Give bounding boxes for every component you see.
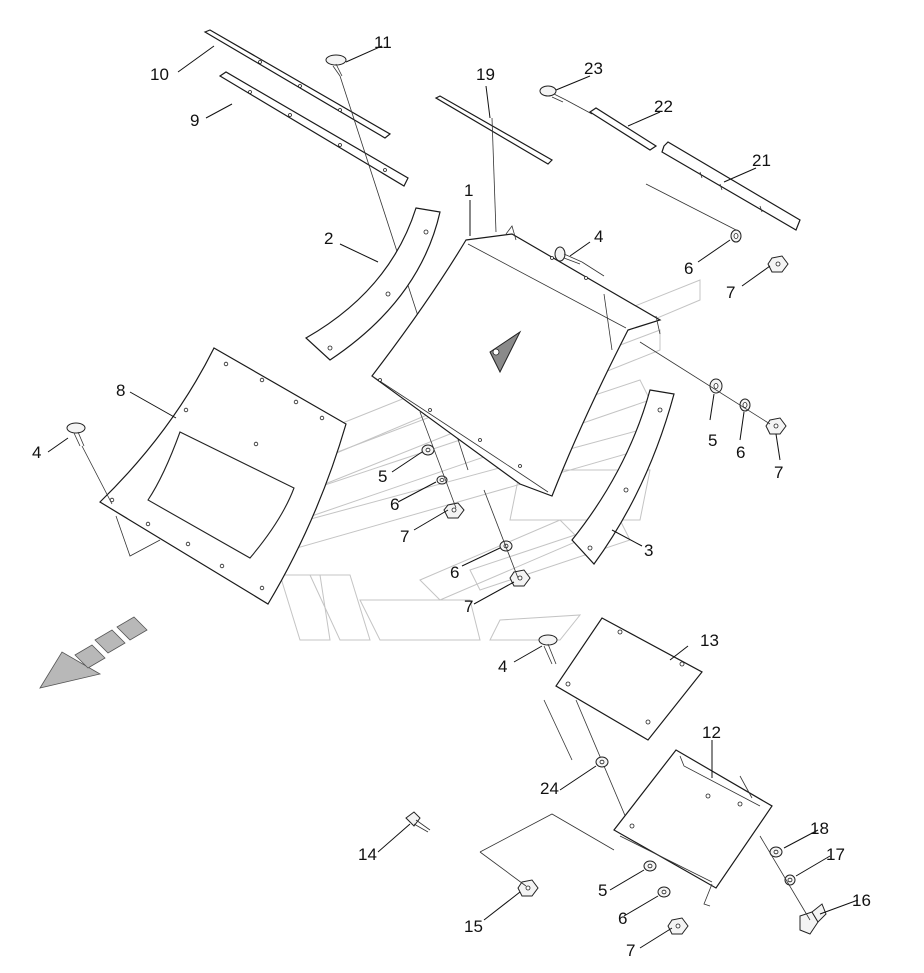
callout-4-upper: 4 (594, 227, 603, 246)
carriage-bolt-4-lower (538, 634, 558, 665)
panel-3 (571, 389, 675, 565)
washer-18 (769, 846, 783, 858)
callout-18: 18 (810, 819, 829, 838)
panel-2 (304, 207, 441, 361)
callout-17: 17 (826, 845, 845, 864)
washer-5-right (709, 378, 723, 394)
callout-16: 16 (852, 891, 871, 910)
callout-labels: 1 2 3 4 4 4 5 5 5 6 6 6 6 6 7 7 7 7 7 8 … (32, 33, 871, 960)
bracket-12 (613, 749, 773, 907)
callout-10: 10 (150, 65, 169, 84)
callout-6-right: 6 (736, 443, 745, 462)
strip-9 (218, 71, 409, 187)
callout-7-top: 7 (726, 283, 735, 302)
strip-19 (434, 95, 553, 233)
callout-6-center: 6 (390, 495, 399, 514)
callout-6-bottom: 6 (618, 909, 627, 928)
bolt-23 (539, 85, 593, 115)
bracket-21 (645, 141, 801, 233)
callout-24: 24 (540, 779, 559, 798)
washer-5-center (421, 444, 435, 456)
callout-8: 8 (116, 381, 125, 400)
hood-1 (371, 225, 662, 497)
callout-7-center: 7 (400, 527, 409, 546)
panel-8 (99, 347, 347, 605)
callout-23: 23 (584, 59, 603, 78)
direction-arrow-icon (39, 616, 148, 689)
callout-6-lower: 6 (450, 563, 459, 582)
nut-7-bottom (667, 917, 689, 935)
strip-10 (203, 29, 392, 139)
callout-12: 12 (702, 723, 721, 742)
callout-9: 9 (190, 111, 199, 130)
callout-13: 13 (700, 631, 719, 650)
callout-3: 3 (644, 541, 653, 560)
callout-11: 11 (374, 33, 392, 52)
callout-4-lower: 4 (498, 657, 507, 676)
washer-6-top (730, 229, 742, 243)
nut-7-lower (509, 569, 531, 587)
callout-7-bottom: 7 (626, 941, 635, 960)
washer-6-right (739, 398, 751, 412)
callout-7-lower: 7 (464, 597, 473, 616)
callout-21: 21 (752, 151, 771, 170)
washer-24 (595, 756, 609, 768)
leader-lines (47, 45, 859, 949)
callout-4-left: 4 (32, 443, 41, 462)
callout-5-lower: 5 (598, 881, 607, 900)
plate-13 (555, 617, 703, 741)
callout-7-right: 7 (774, 463, 783, 482)
bolt-4-upper (554, 246, 605, 277)
callout-5-right: 5 (708, 431, 717, 450)
carriage-bolt-4-left (66, 422, 113, 505)
nut-7-center (443, 502, 465, 519)
callout-15: 15 (464, 917, 483, 936)
callout-2: 2 (324, 229, 333, 248)
wing-nut-16 (799, 903, 827, 935)
callout-5-center: 5 (378, 467, 387, 486)
callout-6-top: 6 (684, 259, 693, 278)
nut-7-top (767, 255, 789, 273)
callout-1: 1 (464, 181, 473, 200)
callout-22: 22 (654, 97, 673, 116)
callout-19: 19 (476, 65, 495, 84)
callout-14: 14 (358, 845, 377, 864)
washer-5-lower (643, 860, 657, 872)
bolt-14 (405, 811, 431, 833)
nut-7-right (765, 417, 787, 435)
plate-22 (588, 107, 658, 151)
washer-6-bottom (657, 886, 671, 898)
